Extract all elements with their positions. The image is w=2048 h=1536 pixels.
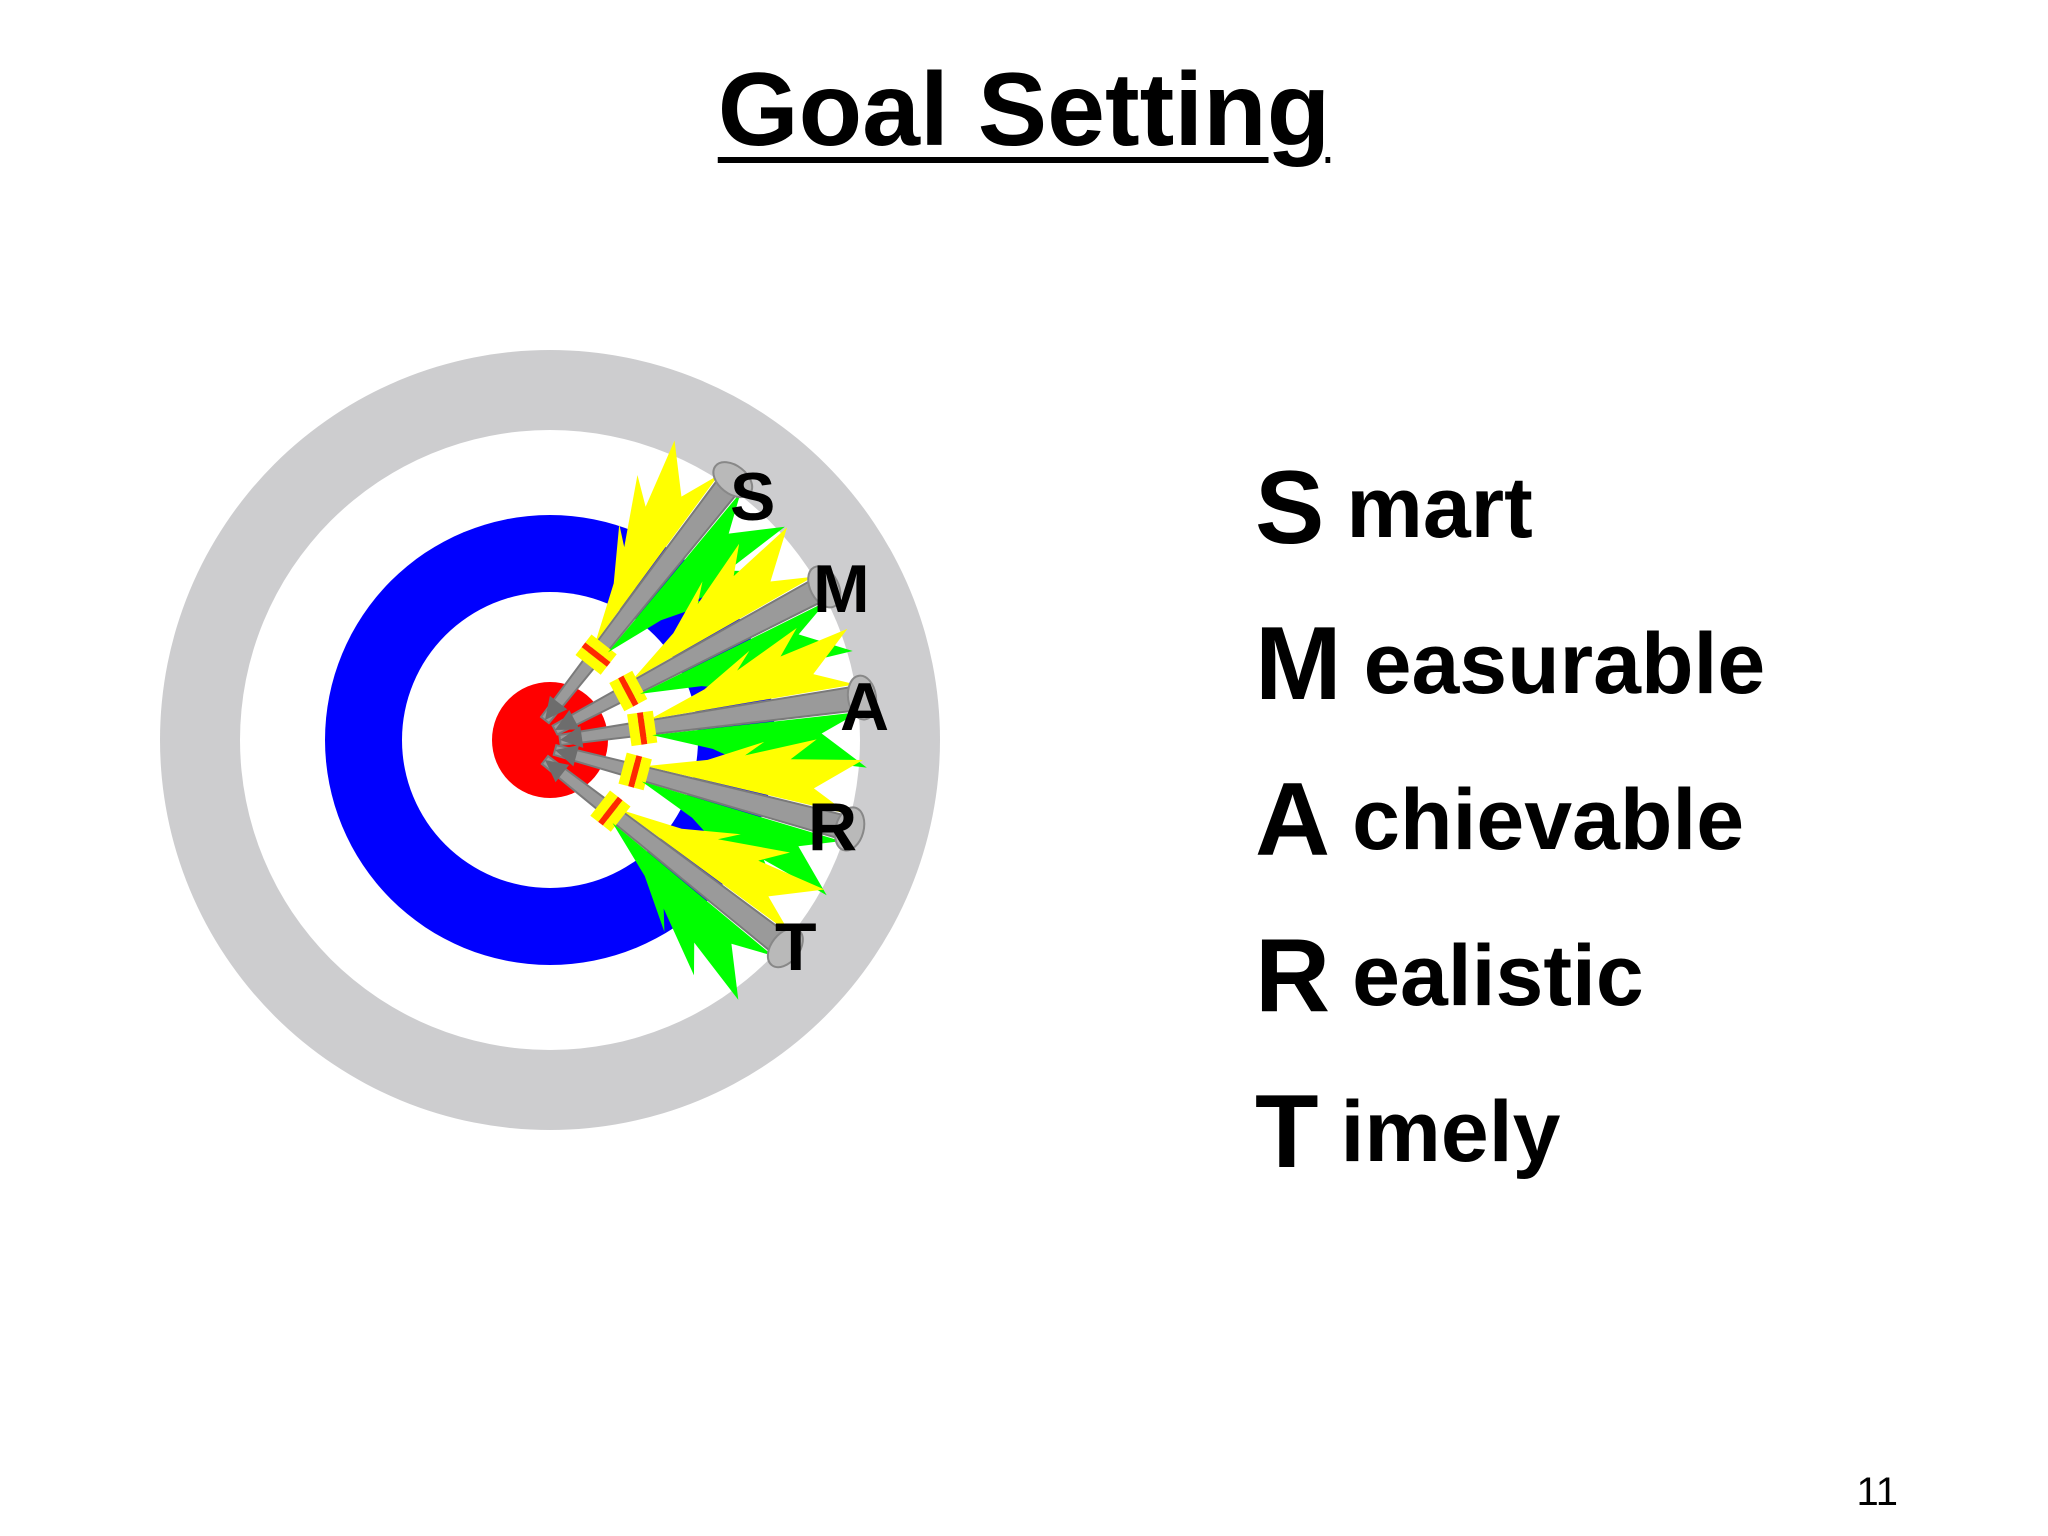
dart-label-s: S <box>730 459 775 535</box>
smart-letter: A <box>1255 762 1331 878</box>
dart-label-r: R <box>808 789 857 865</box>
smart-letter: T <box>1255 1074 1319 1190</box>
dart-label-a: A <box>840 669 889 745</box>
smart-word: imely <box>1340 1084 1561 1180</box>
smart-word: easurable <box>1363 616 1766 712</box>
smart-word: chievable <box>1352 772 1745 868</box>
smart-letter: M <box>1255 606 1342 722</box>
page-number: 11 <box>1856 1470 1898 1514</box>
target-illustration: S M A R T <box>160 350 940 1130</box>
smart-word: mart <box>1346 460 1533 556</box>
slide-title: Goal Setting <box>717 52 1331 168</box>
dart-label-t: T <box>775 909 817 985</box>
dart-label-m: M <box>813 551 870 627</box>
smart-word: ealistic <box>1352 928 1644 1024</box>
smart-letter: R <box>1255 918 1331 1034</box>
smart-letter: S <box>1255 450 1325 566</box>
